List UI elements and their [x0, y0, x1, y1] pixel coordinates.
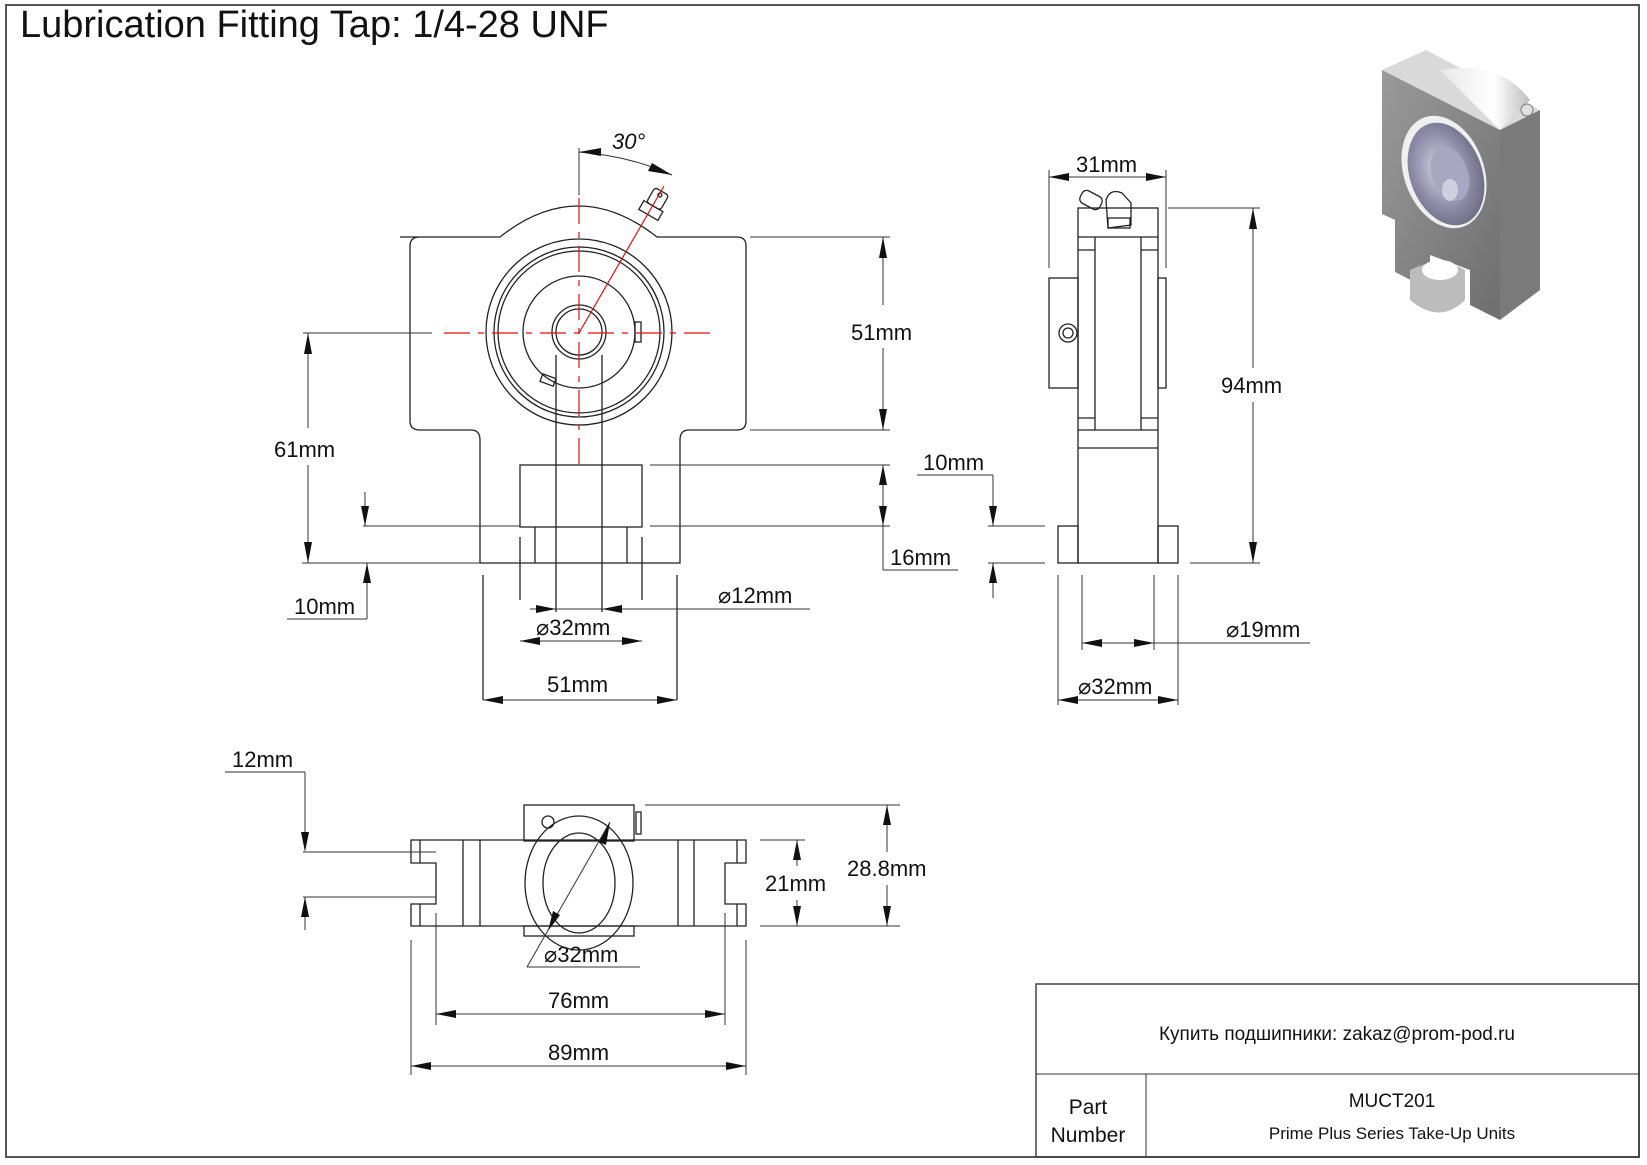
top-boss-inner [542, 832, 616, 934]
grease-fitting-icon [637, 187, 669, 222]
dim-slot-height: 16mm [890, 545, 951, 570]
title-block-frame [1035, 983, 1640, 1158]
centerline-angled [578, 185, 665, 334]
slot-block [519, 464, 643, 528]
side-foot-right [1157, 525, 1179, 564]
front-housing-outline [400, 205, 747, 564]
side-collar-right [1157, 277, 1167, 389]
dim-center-height: 61mm [274, 437, 335, 462]
side-main-body [1077, 207, 1159, 564]
dim-base-bottom: 10mm [294, 594, 355, 619]
angle-label: 30° [612, 129, 645, 154]
part-number: MUCT201 [1349, 1091, 1436, 1112]
top-view: ⌀32mm 12mm 21mm 28.8mm 76mm [225, 747, 926, 1075]
part-label-line1: Part [1069, 1096, 1108, 1119]
set-screw-lower [539, 373, 557, 387]
set-screw-right [634, 321, 642, 343]
top-boss-outer [524, 815, 634, 951]
set-screw-icon [1058, 323, 1078, 343]
side-grease-fitting-icon [1079, 189, 1132, 229]
dim-base-width: 51mm [547, 672, 608, 697]
dim-overall-length: 89mm [548, 1040, 609, 1065]
dim-outer-diameter: ⌀32mm [1078, 674, 1152, 699]
dim-slot-width: 12mm [232, 747, 293, 772]
title-block: Купить подшипники: zakaz@prom-pod.ru Par… [1035, 983, 1640, 1158]
side-view: 31mm 94mm 10mm ⌀19mm ⌀32mm [917, 152, 1310, 705]
front-view: 30° 51mm 61mm 10mm 16mm ⌀12mm [274, 129, 958, 704]
dim-inner-diameter: ⌀19mm [1226, 617, 1300, 642]
drawing-title: Lubrication Fitting Tap: 1/4-28 UNF [20, 4, 609, 46]
isometric-render-icon [1382, 50, 1540, 320]
sheet-border [5, 4, 1640, 1158]
part-description: Prime Plus Series Take-Up Units [1269, 1124, 1515, 1143]
dim-top-boss-diameter: ⌀32mm [544, 942, 618, 967]
dim-slot-top: 10mm [923, 450, 984, 475]
contact-text: Купить подшипники: zakaz@prom-pod.ru [1159, 1024, 1515, 1045]
dim-overall-depth: 28.8mm [847, 856, 926, 881]
side-collar-left [1048, 277, 1079, 389]
dim-housing-height: 51mm [851, 320, 912, 345]
dim-inner-width: 21mm [765, 871, 826, 896]
dim-side-width: 31mm [1076, 152, 1137, 177]
top-collar-block [523, 804, 635, 842]
top-body-outline [410, 839, 747, 927]
dim-bore: ⌀12mm [718, 583, 792, 608]
side-foot-left [1057, 525, 1079, 564]
dim-inner-length: 76mm [548, 988, 609, 1013]
dim-boss-diameter: ⌀32mm [536, 615, 610, 640]
dim-overall-height: 94mm [1221, 373, 1282, 398]
part-label-line2: Number [1051, 1124, 1126, 1147]
top-grease-fitting-icon [541, 815, 555, 829]
